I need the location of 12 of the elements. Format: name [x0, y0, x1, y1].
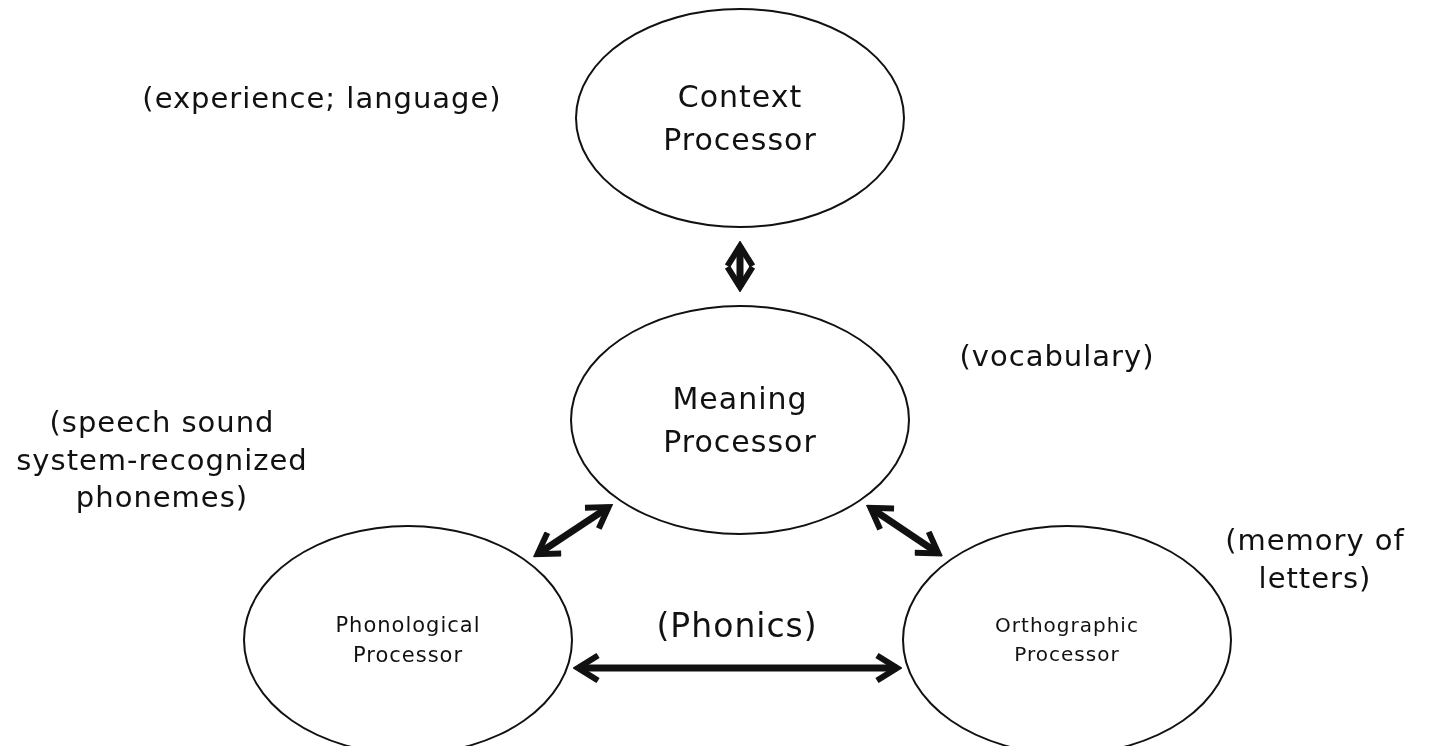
double-arrow [867, 504, 942, 557]
double-arrow [534, 504, 612, 558]
node-label: Meaning Processor [662, 379, 818, 461]
node-label: Context Processor [662, 77, 818, 159]
annotation-text: (experience; language) [141, 80, 503, 117]
annotation-text: (memory of letters) [1224, 522, 1406, 597]
double-arrow [724, 243, 756, 290]
node-label: Orthographic Processor [994, 612, 1140, 668]
annotation-text: (speech sound system-recognized phonemes) [15, 404, 309, 517]
node-label: Phonological Processor [334, 611, 482, 669]
annotation-text: (vocabulary) [958, 338, 1156, 375]
double-arrow [575, 652, 900, 684]
